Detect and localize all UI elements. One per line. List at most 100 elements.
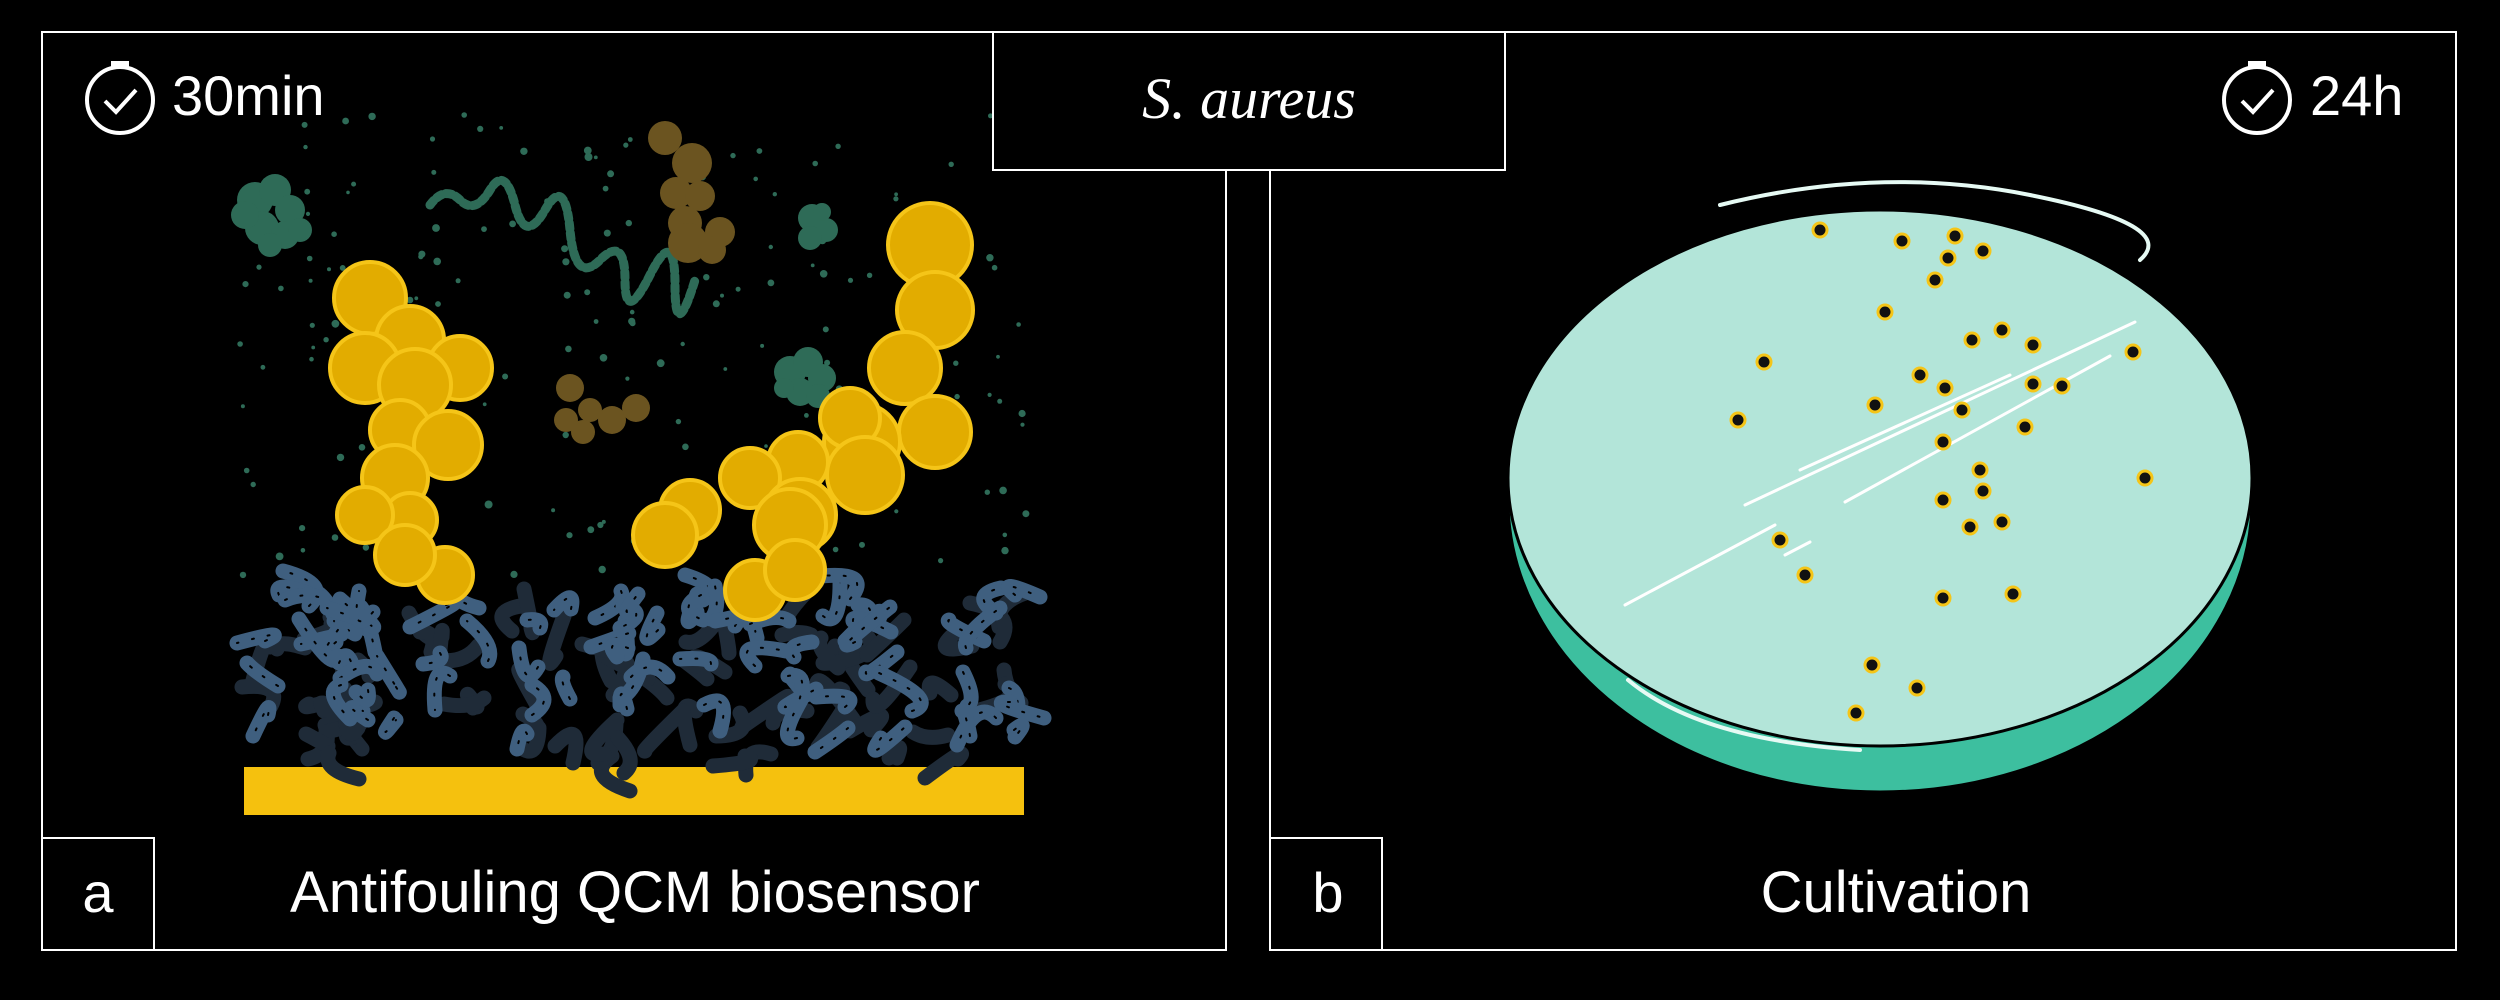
protein-dot bbox=[327, 267, 331, 272]
colony bbox=[1796, 566, 1814, 584]
panel-b-letter: b bbox=[1312, 861, 1343, 924]
protein-dot bbox=[308, 278, 313, 283]
protein-dot bbox=[603, 229, 611, 237]
protein-dot bbox=[368, 112, 376, 121]
clock-icon bbox=[2222, 61, 2292, 135]
polymer-chain bbox=[623, 659, 676, 685]
polymer-chain bbox=[842, 708, 890, 739]
protein-dot bbox=[342, 117, 349, 125]
polymer-chain-outline bbox=[956, 711, 997, 746]
polymer-chain bbox=[865, 659, 918, 714]
protein-dot bbox=[303, 144, 308, 150]
protein-dot bbox=[331, 534, 339, 541]
protein-dot bbox=[242, 281, 249, 288]
panel-b-caption: Cultivation bbox=[1761, 860, 2032, 925]
protein-dot bbox=[625, 376, 630, 381]
protein-dot bbox=[1002, 532, 1008, 538]
protein-dot bbox=[309, 356, 314, 362]
protein-dot bbox=[756, 148, 763, 154]
protein-dot bbox=[602, 185, 609, 192]
polymer-chain-outline bbox=[947, 619, 985, 642]
protein-dot bbox=[562, 431, 569, 439]
colony bbox=[1876, 303, 1894, 321]
polymer-chain bbox=[584, 712, 625, 763]
protein-dot bbox=[250, 481, 256, 488]
protein-dot bbox=[824, 359, 831, 366]
colony bbox=[1911, 366, 1929, 384]
protein-dot bbox=[587, 526, 595, 534]
colony bbox=[1908, 679, 1926, 697]
polymer-chain bbox=[542, 608, 572, 671]
protein-dot bbox=[305, 211, 311, 216]
protein-dot bbox=[953, 360, 959, 366]
panel-b: b Cultivation 24h bbox=[1269, 31, 2457, 951]
colony bbox=[2136, 469, 2154, 487]
panel-a: a Antifouling QCM biosensor 30min bbox=[41, 31, 1227, 951]
colony bbox=[1866, 396, 1884, 414]
polymer-chain-outline bbox=[679, 657, 712, 665]
polymer-chain-outline bbox=[687, 594, 704, 621]
protein-dot bbox=[331, 319, 340, 328]
protein-dot bbox=[300, 548, 306, 553]
colony bbox=[1961, 518, 1979, 536]
protein-dot bbox=[339, 265, 346, 271]
protein-dot bbox=[583, 146, 592, 155]
protein-dot bbox=[954, 393, 960, 400]
polymer-chain bbox=[344, 700, 376, 728]
polymer-chain-outline bbox=[964, 607, 1001, 649]
colony bbox=[1971, 461, 1989, 479]
polymer-chain-outline bbox=[619, 693, 628, 710]
bacterium-cell bbox=[335, 485, 395, 545]
protein-dot bbox=[987, 392, 992, 397]
polymer-chain-outline bbox=[518, 647, 539, 677]
polymer-chain-outline bbox=[338, 654, 353, 665]
protein-dot bbox=[723, 367, 728, 371]
polymer-chain-outline bbox=[852, 617, 892, 633]
protein-dot bbox=[810, 263, 815, 268]
bacterium-cell bbox=[763, 538, 827, 602]
panel-b-letter-box bbox=[1269, 837, 1383, 951]
polymer-chain bbox=[432, 622, 450, 658]
polymer-chain-outline bbox=[384, 717, 397, 733]
colony bbox=[2024, 336, 2042, 354]
protein-dot bbox=[565, 345, 572, 353]
protein-dot bbox=[520, 147, 528, 155]
protein-dot bbox=[712, 300, 720, 308]
bacterium-cell bbox=[718, 446, 782, 510]
protein-dot bbox=[986, 254, 994, 262]
protein-dot bbox=[418, 254, 424, 260]
colony bbox=[1974, 482, 1992, 500]
polymer-chain-outline bbox=[857, 603, 871, 611]
colony bbox=[1934, 433, 1952, 451]
protein-dot bbox=[764, 444, 768, 448]
polymer-chain bbox=[239, 655, 286, 694]
protein-dot bbox=[767, 279, 775, 287]
protein-dot bbox=[584, 289, 591, 296]
protein-dot bbox=[601, 519, 606, 524]
protein-dot bbox=[948, 161, 954, 167]
protein-dot bbox=[563, 291, 571, 299]
colony bbox=[1936, 379, 1954, 397]
protein-dot bbox=[627, 137, 633, 142]
protein-dot bbox=[1022, 510, 1030, 518]
protein-dot bbox=[593, 155, 598, 160]
protein-dot bbox=[584, 153, 593, 161]
protein-dot bbox=[768, 244, 773, 250]
protein-cluster-green bbox=[231, 174, 312, 257]
polymer-chain-outline bbox=[645, 612, 659, 640]
protein-dot bbox=[894, 509, 899, 514]
polymer-chain-outline bbox=[332, 684, 351, 720]
polymer-chain bbox=[1006, 717, 1030, 745]
protein-dot bbox=[299, 525, 306, 532]
protein-dot bbox=[435, 301, 441, 307]
polymer-chain bbox=[229, 627, 282, 651]
protein-dot bbox=[730, 152, 736, 159]
protein-dot bbox=[362, 544, 370, 551]
polymer-chain-outline bbox=[814, 727, 849, 753]
polymer-chain-outline bbox=[284, 594, 323, 601]
protein-dot bbox=[675, 418, 682, 425]
polymer-chain-outline bbox=[594, 590, 623, 619]
protein-dot bbox=[629, 309, 635, 315]
polymer-chain bbox=[412, 624, 441, 660]
polymer-chain-outline bbox=[745, 646, 787, 667]
